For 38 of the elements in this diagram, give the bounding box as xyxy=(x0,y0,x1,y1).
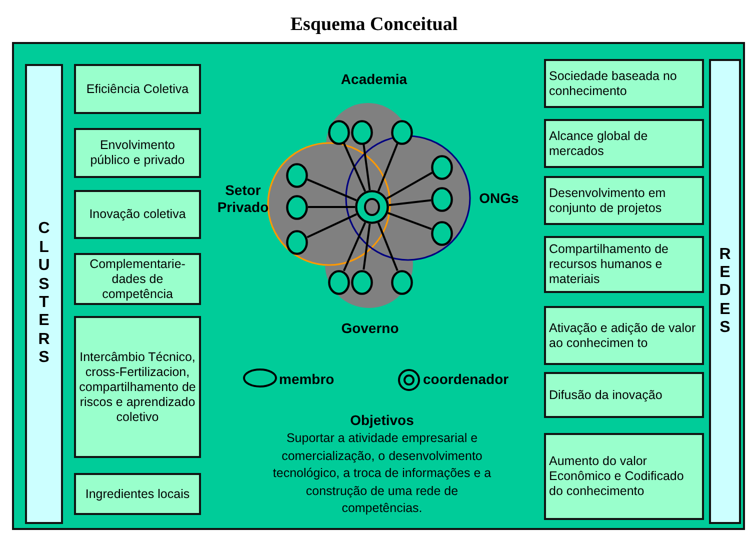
connector-line xyxy=(306,213,358,238)
sector-label: ONGs xyxy=(478,190,520,207)
sector-label: Governo xyxy=(340,320,400,337)
diagram-title: Esquema Conceitual xyxy=(289,14,459,36)
legend-label: membro xyxy=(279,371,334,388)
main-panel xyxy=(12,42,745,530)
concept-box: Desenvolvimento em conjunto de projetos xyxy=(544,176,704,225)
category-bar xyxy=(25,64,63,524)
connector-line xyxy=(362,144,371,190)
connector-line xyxy=(386,172,433,200)
concept-box: Inovação coletiva xyxy=(74,190,201,239)
concept-box: Compartilhamento de recursos humanos e materiais xyxy=(544,236,704,293)
objectives-text: Suportar a atividade empresarial e comercialização, o desenvolvimento tecnológico, a troca de informações e a construção de uma rede de competências. xyxy=(272,430,492,517)
concept-box: Difusão da inovação xyxy=(544,372,704,418)
connector-line xyxy=(308,206,355,208)
concept-box: Complementarie-dades de competência xyxy=(74,253,201,305)
legend-label: coordenador xyxy=(423,371,509,388)
concept-box: Eficiência Coletiva xyxy=(74,64,201,114)
concept-box: Envolvimento público e privado xyxy=(74,128,201,178)
connector-line xyxy=(362,224,371,270)
concept-box: Ativação e adição de valor ao conhecimen to xyxy=(544,306,704,365)
concept-box: Sociedade baseada no conhecimento xyxy=(544,59,704,108)
connector-line xyxy=(306,178,357,202)
category-title: REDES xyxy=(718,246,732,338)
concept-box: Aumento do valor Econômico e Codificado do conhecimento xyxy=(544,433,704,520)
connector-line xyxy=(388,199,432,206)
category-bar xyxy=(709,59,741,524)
sector-label: Academia xyxy=(340,71,408,88)
concept-box: Alcance global de mercados xyxy=(544,119,704,168)
connector-line xyxy=(377,143,398,192)
concept-box: Intercâmbio Técnico, cross-Fertilizacion, compartilhamento de riscos e aprendizado coletivo xyxy=(74,316,201,458)
category-title: CLUSTERS xyxy=(37,220,51,368)
objectives-heading: Objetivos xyxy=(349,412,415,429)
connector-line xyxy=(388,212,432,230)
connector-line xyxy=(343,142,366,192)
connector-line xyxy=(343,222,366,272)
connector-line xyxy=(377,222,398,271)
concept-box: Ingredientes locais xyxy=(74,473,201,515)
